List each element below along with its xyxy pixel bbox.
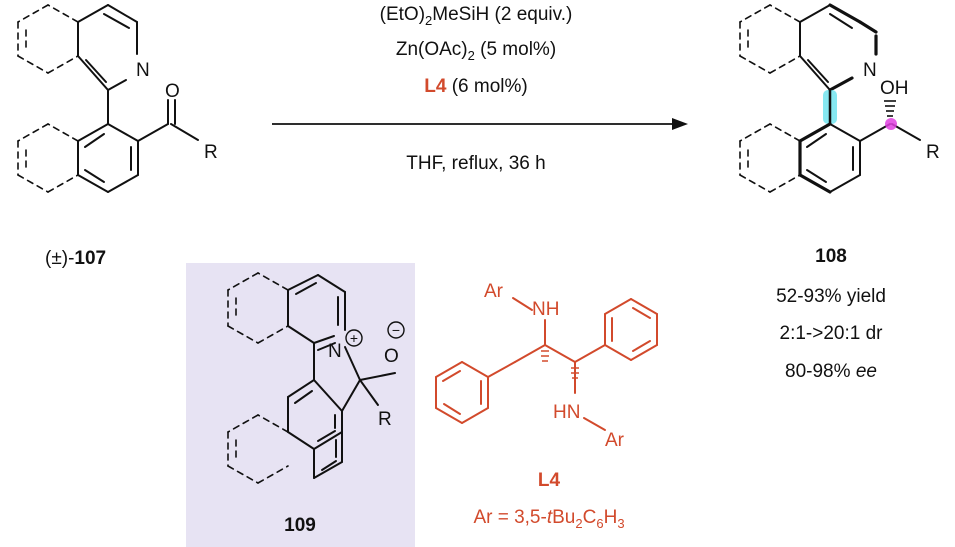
intermediate-atom-N: N (328, 341, 342, 362)
reagent-silane: (EtO)2MeSiH (2 equiv.) (380, 4, 573, 28)
intermediate-structure (227, 272, 396, 484)
positive-charge-circle (345, 329, 363, 347)
negative-charge-circle (387, 321, 405, 339)
substrate-atom-R: R (204, 142, 218, 163)
product-label: 108 (815, 246, 847, 267)
product-atom-OH: OH (880, 78, 909, 99)
ligand-hash-bonds (541, 350, 579, 379)
product-ee: 80-98% ee (785, 361, 877, 382)
product-structure (739, 3, 878, 92)
ligand-nh-top: NH (532, 299, 559, 320)
ligand-hn-bottom: HN (553, 402, 580, 423)
substrate-label: (±)-107 (45, 248, 106, 269)
hashed-wedge-bond (884, 100, 896, 117)
ligand-ar-top: Ar (484, 281, 504, 302)
stereocenter-dot (885, 118, 897, 130)
product-atom-R: R (926, 142, 940, 163)
negative-charge: − (392, 322, 400, 338)
intermediate-atom-R: R (378, 409, 392, 430)
intermediate-atom-O: O (384, 346, 399, 367)
substrate-atom-O: O (165, 81, 180, 102)
reaction-arrow (272, 118, 688, 130)
reagent-ligand: L4 (6 mol%) (424, 76, 527, 97)
ligand-label: L4 (538, 470, 561, 491)
reagent-zinc: Zn(OAc)2 (5 mol%) (396, 39, 556, 63)
intermediate-box (186, 263, 415, 547)
product-atom-N: N (863, 60, 877, 81)
intermediate-label: 109 (284, 515, 316, 536)
substrate-structure (17, 4, 199, 193)
substrate-atom-N: N (136, 60, 150, 81)
positive-charge: + (350, 330, 358, 346)
product-yield: 52-93% yield (776, 286, 886, 307)
product-structure-lower (739, 88, 921, 194)
ligand-definition: Ar = 3,5-tBu2C6H3 (473, 507, 624, 531)
reaction-conditions: THF, reflux, 36 h (406, 153, 545, 174)
product-dr: 2:1->20:1 dr (780, 323, 884, 344)
ligand-structure (435, 297, 658, 431)
ligand-ar-bottom: Ar (605, 430, 625, 451)
